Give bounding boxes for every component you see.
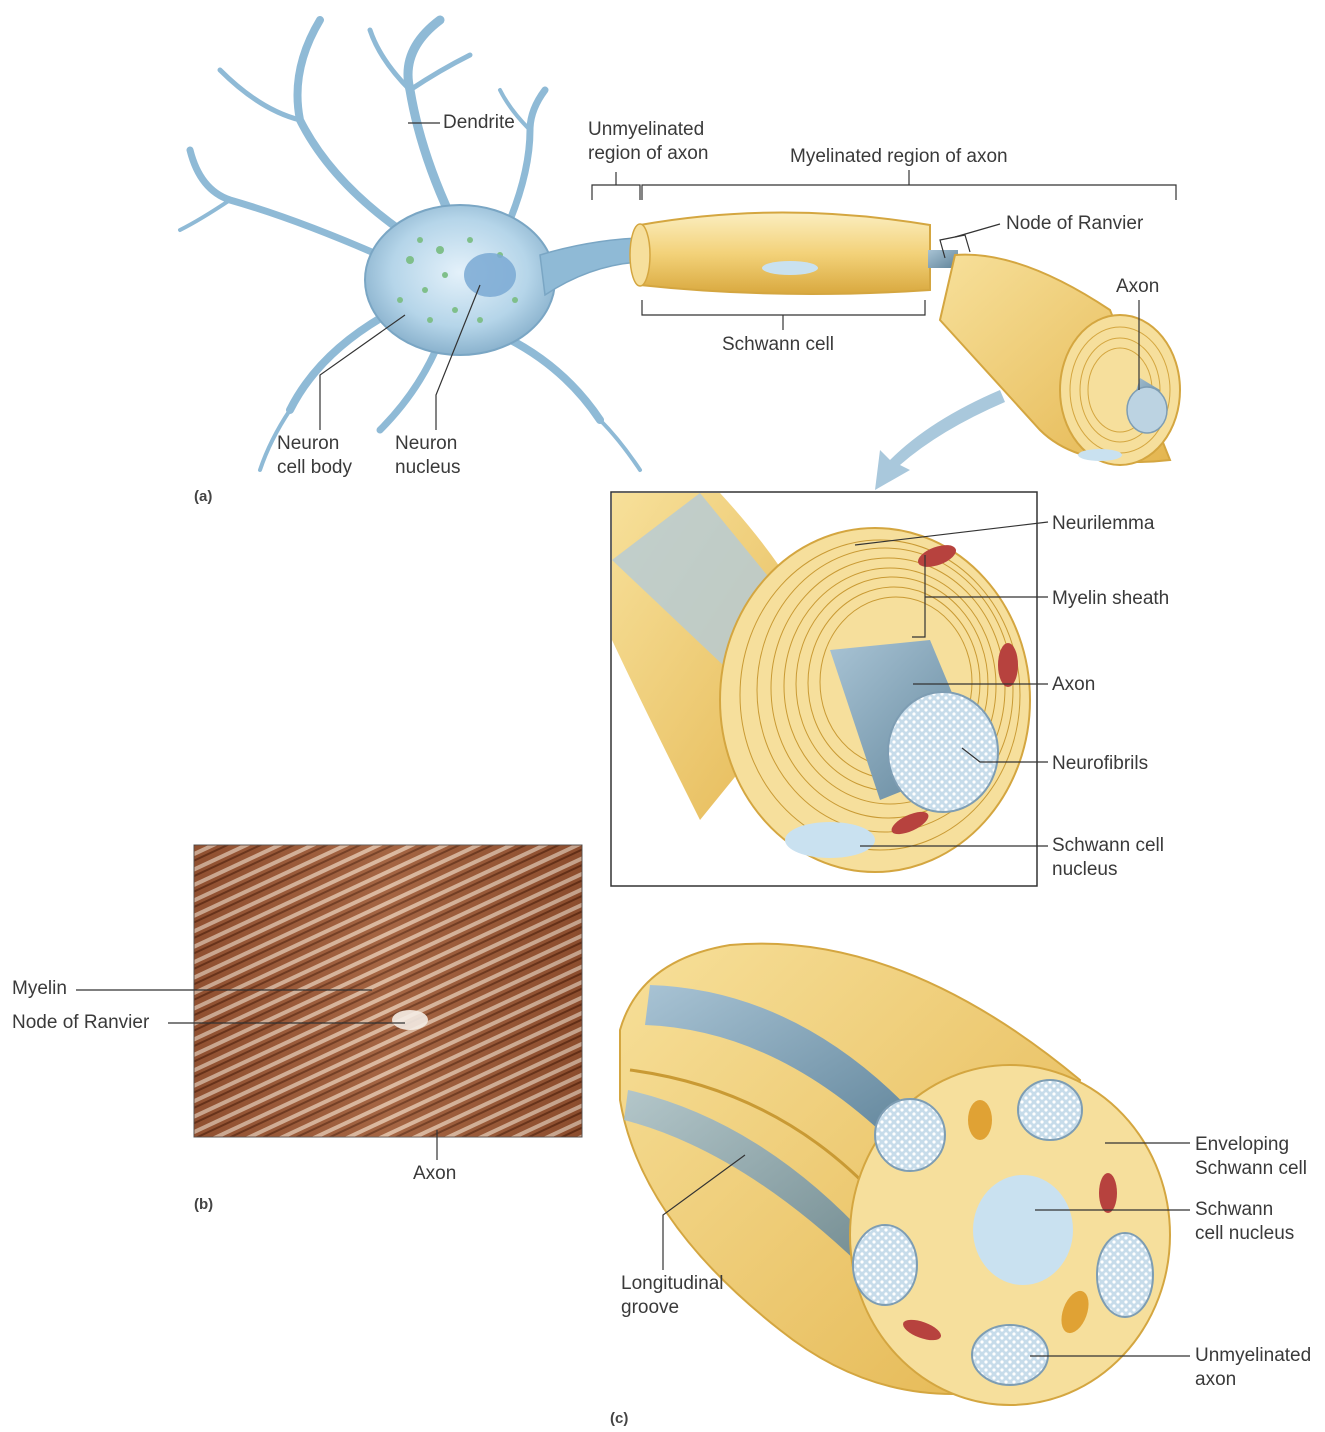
micrograph: [194, 845, 582, 1137]
label-enveloping-schwann-cell: Enveloping Schwann cell: [1195, 1133, 1307, 1181]
label-schwann-cell-nucleus-inset: Schwann cell nucleus: [1052, 834, 1164, 882]
neuron-nucleus: [464, 253, 516, 297]
label-node-of-ranvier-b: Node of Ranvier: [12, 1011, 149, 1035]
label-neuron-nucleus: Neuron nucleus: [395, 432, 461, 480]
label-dendrite: Dendrite: [443, 111, 515, 135]
label-myelin-sheath: Myelin sheath: [1052, 587, 1169, 611]
panel-label-b: (b): [194, 1196, 213, 1213]
magnify-arrow: [875, 390, 1005, 490]
neurofibrils: [888, 692, 998, 812]
label-unmyelinated-region: Unmyelinated region of axon: [588, 118, 708, 166]
label-neurilemma: Neurilemma: [1052, 512, 1154, 536]
label-unmyelinated-axon: Unmyelinated axon: [1195, 1344, 1311, 1392]
schwann-nucleus-c: [973, 1175, 1073, 1285]
label-axon-b: Axon: [413, 1162, 456, 1186]
schwann-cell-segment: [630, 213, 930, 295]
label-myelinated-region: Myelinated region of axon: [790, 145, 1008, 169]
unmyelinated-bundle: [620, 944, 1170, 1405]
label-node-of-ranvier: Node of Ranvier: [1006, 212, 1143, 236]
neuron-cell-body: [365, 205, 555, 355]
label-schwann-cell-nucleus-c: Schwann cell nucleus: [1195, 1198, 1294, 1246]
myelin-inset: [611, 492, 1037, 886]
label-myelin: Myelin: [12, 977, 67, 1001]
panel-label-a: (a): [194, 488, 212, 505]
label-axon-inset: Axon: [1052, 673, 1095, 697]
schwann-nucleus-inset: [785, 822, 875, 858]
label-axon-a: Axon: [1116, 275, 1159, 299]
neuron-illustration: [180, 20, 1180, 490]
label-neurofibrils: Neurofibrils: [1052, 752, 1148, 776]
label-schwann-cell: Schwann cell: [722, 333, 834, 357]
label-neuron-cell-body: Neuron cell body: [277, 432, 352, 480]
label-longitudinal-groove: Longitudinal groove: [621, 1272, 723, 1320]
unmyelinated-axon: [540, 238, 640, 295]
panel-label-c: (c): [610, 1410, 628, 1427]
